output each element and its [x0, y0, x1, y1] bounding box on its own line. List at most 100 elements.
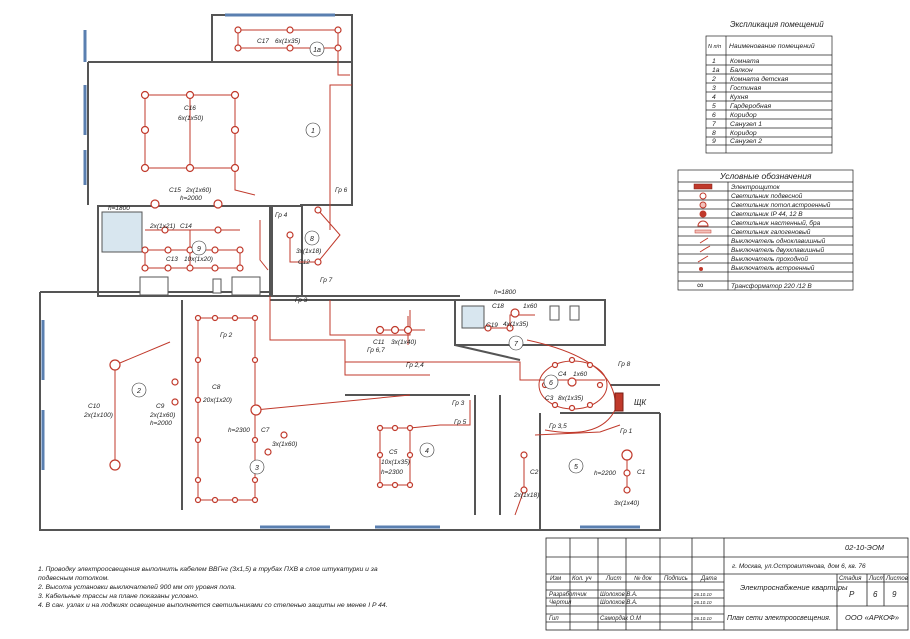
stamp-sheet-header: Лист	[868, 576, 884, 582]
label-c10: С10	[88, 403, 100, 410]
stamp-header: Кол. уч	[572, 576, 592, 582]
stamp-date: 26.10.10	[693, 592, 712, 597]
stamp-date: 26.10.10	[693, 600, 712, 605]
explication-row-name: Коридор	[730, 129, 757, 137]
group-4: Гр 4	[275, 212, 288, 219]
stamp-header: № док	[634, 575, 653, 582]
label-c1-h: h=2200	[594, 470, 616, 477]
legend-item-label: Светильник галогеновый	[731, 228, 811, 236]
label-c4: С4	[558, 371, 567, 378]
windows	[41, 13, 640, 529]
legend-item-label: Выключатель проходной	[731, 255, 808, 263]
stamp-role: Гип	[549, 616, 559, 622]
label-c1-sub: 3х(1х40)	[614, 500, 639, 507]
explication-title: Экспликация помещений	[730, 20, 824, 29]
stamp-sheets-header: Листов	[885, 576, 908, 582]
halogen-light-icon	[694, 229, 712, 234]
label-c5-sub: 10х(1х35)	[381, 459, 410, 466]
note-line: 1. Проводку электроосвещения выполнить к…	[38, 565, 378, 573]
explication-row-no: 6	[712, 112, 716, 119]
group-1: Гр 1	[620, 428, 633, 435]
single-switch-icon	[699, 237, 709, 244]
label-c3: С3	[545, 395, 554, 402]
room-number-8: 8	[310, 236, 314, 243]
light-fixtures	[109, 26, 633, 504]
legend-item-label: Электрощиток	[731, 184, 781, 191]
label-c19-sub: 4х(1х35)	[503, 321, 528, 328]
label-c15-sub: 2х(1х60)	[185, 187, 211, 194]
label-c8: С8	[212, 384, 221, 391]
group-3-5: Гр 3,5	[549, 423, 567, 430]
explication-row-no: 9	[712, 138, 716, 145]
stamp-header: Изм	[550, 576, 561, 582]
legend-item-label: Светильник потол.встроенный	[731, 201, 831, 209]
explication-row-name: Комната детская	[730, 75, 789, 83]
wall-sconce-icon	[697, 220, 709, 227]
label-c19: С19	[486, 322, 498, 329]
room-number-1a: 1а	[313, 47, 321, 54]
note-line: 4. В сан. узлах и на лоджиях освещение в…	[38, 601, 388, 609]
ip44-light-icon	[699, 210, 707, 218]
legend-item-label: Выключатель двухклавишный	[731, 246, 825, 254]
room-number-3: 3	[255, 465, 259, 472]
switchboard-icon	[693, 183, 713, 190]
label-c9-sub: 2х(1х60)	[149, 412, 175, 419]
explication-row-name: Комната	[730, 58, 760, 65]
transformer-icon: ∞	[697, 280, 703, 290]
explication-row-no: 2	[711, 76, 716, 83]
label-c9-h: h=2000	[150, 420, 172, 427]
label-c18-sub: 1х60	[523, 303, 537, 310]
room-number-2: 2	[136, 388, 141, 395]
explication-row-name: Кухня	[730, 94, 748, 101]
label-c16-sub: 6х(1х50)	[178, 115, 203, 122]
floor-plan-walls	[39, 14, 661, 531]
legend-item-label: Светильник IP 44, 12 В	[731, 211, 803, 218]
legend-item-label: Трансформатор 220 /12 В	[731, 283, 812, 290]
stamp-person: Шолохов В.А.	[600, 600, 638, 606]
label-c10-sub: 2х(1х100)	[83, 412, 113, 419]
panel-label: ЩК	[634, 398, 647, 407]
group-2-4: Гр 2,4	[406, 362, 424, 369]
note-line: 3. Кабельные трассы на плане показаны ус…	[38, 592, 199, 600]
stamp-person: Шолохов В.А.	[600, 592, 638, 598]
label-h1800-a: h=1800	[108, 205, 130, 212]
legend-item-label: Выключатель встроенный	[731, 264, 815, 272]
group-7: Гр 7	[320, 277, 333, 284]
label-c14-sub: 2х(1х21)	[149, 223, 175, 230]
group-6-7: Гр 6,7	[367, 347, 385, 354]
explication-row-no: 3	[712, 85, 716, 92]
explication-col-name: Наименование помещений	[729, 42, 815, 50]
note-line: подвесным потолком.	[38, 574, 109, 582]
room-number-9: 9	[197, 246, 201, 253]
group-2: Гр 2	[220, 332, 233, 339]
room-number-1: 1	[311, 128, 315, 135]
stamp-header: Дата	[700, 576, 717, 582]
explication-row-no: 5	[712, 103, 716, 110]
explication-row-no: 4	[712, 94, 716, 101]
stamp-code: 02-10-ЭОМ	[845, 543, 885, 552]
explication-row-name: Санузел 1	[730, 121, 762, 128]
title-block	[545, 537, 909, 631]
room-number-4: 4	[425, 448, 429, 455]
explication-row-name: Балкон	[730, 67, 753, 74]
ceiling-recessed-light-icon	[699, 201, 707, 209]
room-number-6: 6	[549, 380, 553, 387]
label-c14: С14	[180, 223, 192, 230]
wiring-routes	[114, 29, 628, 516]
room-number-7: 7	[514, 341, 519, 348]
stamp-role: Разработчик	[549, 592, 588, 598]
room-number-markers	[131, 41, 584, 475]
group-6: Гр 6	[335, 187, 348, 194]
plumbing-fixtures	[101, 211, 580, 329]
label-c15: С15	[169, 187, 181, 194]
stamp-header: Лист	[605, 576, 621, 582]
label-c2: С2	[530, 469, 539, 476]
pendant-light-icon	[699, 192, 707, 200]
label-c9: С9	[156, 403, 165, 410]
stamp-stage-header: Стадия	[839, 576, 862, 582]
stamp-date: 26.10.10	[693, 616, 712, 621]
label-c2-sub: 2х(1х18)	[513, 492, 539, 499]
label-c3-sub: 8х(1х35)	[558, 395, 583, 402]
room-number-5: 5	[574, 464, 578, 471]
